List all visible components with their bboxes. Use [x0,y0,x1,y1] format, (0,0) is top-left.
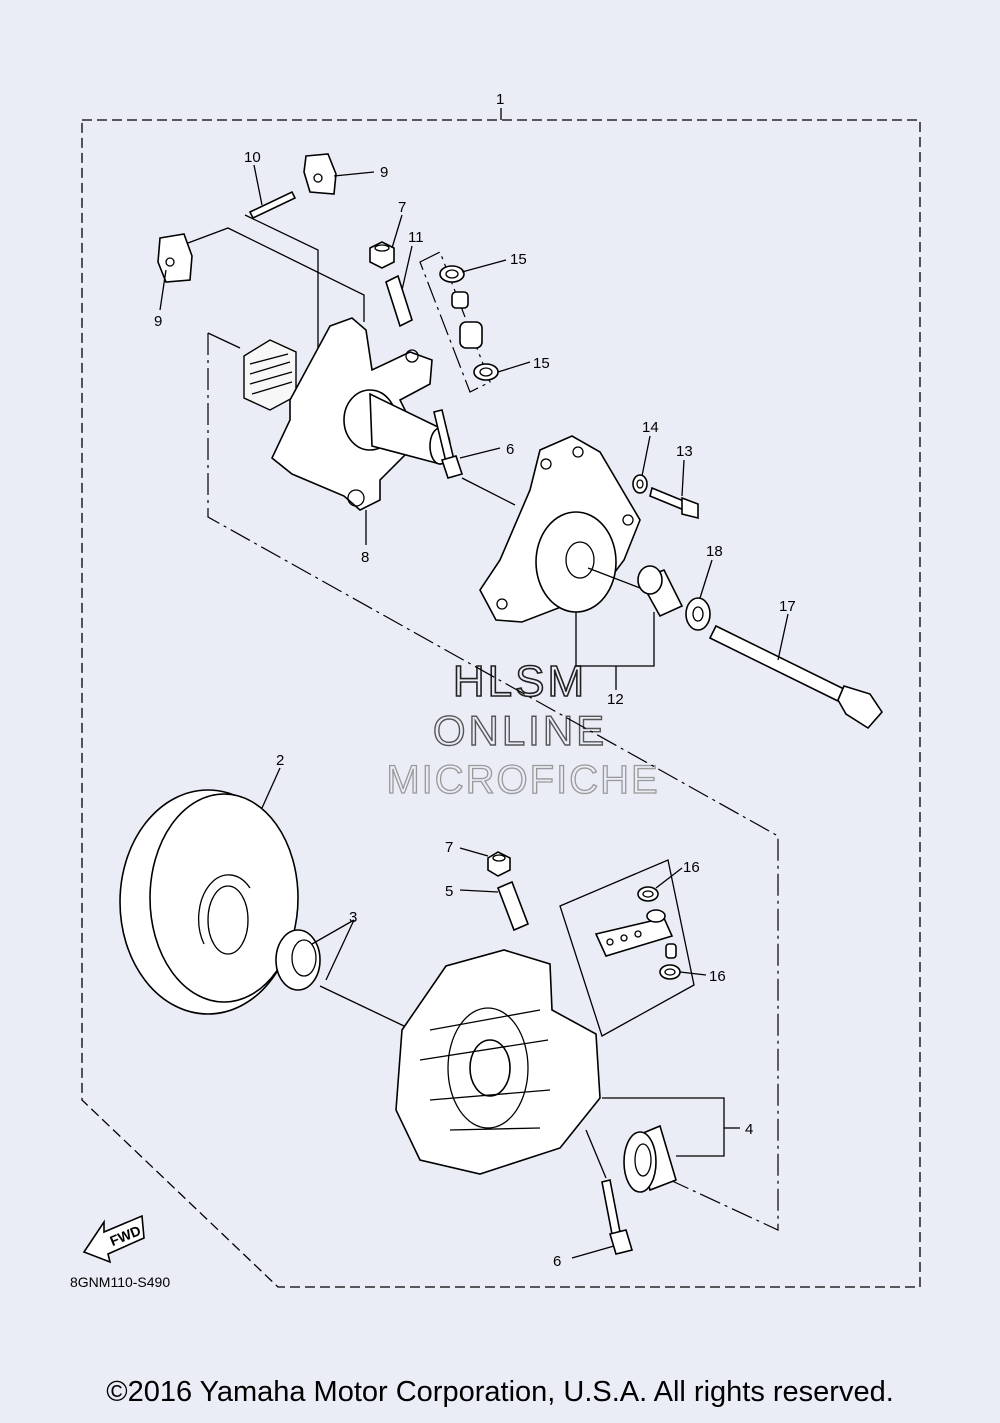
pin-part-10 [248,190,297,220]
callout-9-lower: 9 [154,313,162,330]
washer-part-14 [632,474,648,494]
upper-group-line [207,333,779,1231]
callout-14: 14 [642,419,659,436]
washer-part-18 [685,597,711,631]
callout-6-lower: 6 [553,1253,561,1270]
nut-part-7-upper [369,241,395,269]
callout-4: 4 [745,1121,753,1138]
callout-18: 18 [706,543,723,560]
washer-part-16-upper [637,886,659,902]
watermark-line-3: MICROFICHE [386,758,659,802]
callout-10: 10 [244,149,261,166]
roller-parts [451,291,483,349]
callout-12: 12 [607,691,624,708]
callout-17: 17 [779,598,796,615]
callout-8: 8 [361,549,369,566]
callout-1: 1 [496,91,504,108]
callout-3: 3 [349,909,357,926]
bushing-part-11 [385,274,413,328]
sheave-part-2 [119,789,299,1015]
ring-part-3 [275,929,321,991]
assembly-boundary [81,119,921,1288]
callout-13: 13 [676,443,693,460]
washer-part-16-lower [659,964,681,980]
cover-part [479,435,641,623]
movable-sheave-part [395,949,601,1175]
callout-5: 5 [445,883,453,900]
callout-15-lower: 15 [533,355,550,372]
callout-11: 11 [408,229,424,246]
bolt-part-13 [649,486,699,520]
weight-part-9-upper [303,153,337,195]
copyright-notice: ©2016 Yamaha Motor Corporation, U.S.A. A… [106,1376,894,1408]
callout-labels: 1 2 3 4 5 6 6 7 7 8 9 9 10 11 12 13 14 1… [154,91,796,1270]
watermark: HLSM ONLINE MICROFICHE [386,656,659,802]
washer-part-15-upper [439,265,465,283]
callout-16-upper: 16 [683,859,700,876]
leader-lines [159,164,789,1259]
diagram-code: 8GNM110-S490 [70,1274,170,1290]
parts-diagram: HLSM ONLINE MICROFICHE [70,91,921,1290]
bolt-part-6-upper [433,409,464,479]
bolt-part-6-lower [601,1179,634,1255]
weight-part-9-lower [157,233,193,283]
callout-9-upper: 9 [380,164,388,181]
bolt-part-17 [708,624,884,730]
spider-part-8 [243,317,451,511]
watermark-line-2: ONLINE [433,707,607,754]
watermark-line-1: HLSM [453,657,587,706]
nut-part-7-lower [487,851,511,877]
arm-part [594,909,677,959]
callout-16-lower: 16 [709,968,726,985]
callout-6-upper: 6 [506,441,514,458]
callout-7-upper: 7 [398,199,406,216]
callout-15-upper: 15 [510,251,527,268]
fwd-arrow-icon: FWD [82,1214,145,1264]
callout-2: 2 [276,752,284,769]
bushing-part-12 [637,565,684,618]
bush-part-4 [623,1124,677,1193]
bushing-part-5 [496,880,530,932]
washer-part-15-lower [473,363,499,381]
callout-7-lower: 7 [445,839,453,856]
